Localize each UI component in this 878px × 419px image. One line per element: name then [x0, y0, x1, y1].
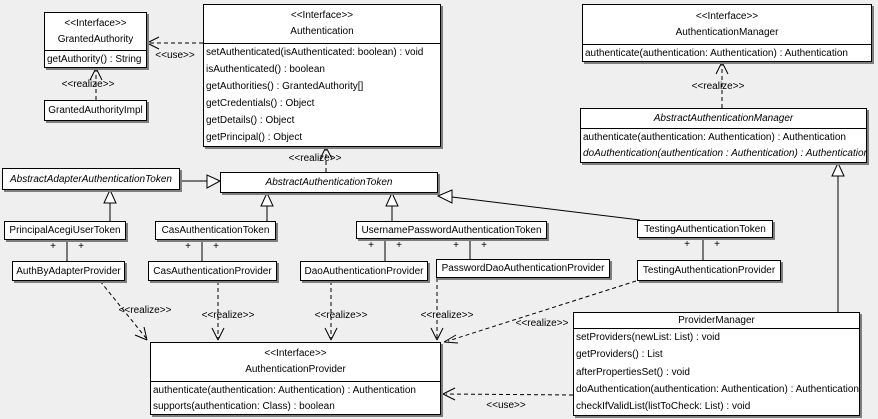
class-name: AuthenticationProvider: [245, 364, 346, 375]
class-header: <<Interface>> AuthenticationManager: [583, 5, 871, 45]
class-provider-manager: ProviderManager setProviders(newList: Li…: [573, 312, 860, 416]
association-end-label: +: [481, 240, 487, 251]
class-principal-acegi-user-token: PrincipalAcegiUserToken: [4, 221, 126, 240]
class-name: GrantedAuthorityImpl: [48, 105, 143, 116]
use-label: <<use>>: [155, 50, 195, 61]
association-end-label: +: [78, 241, 84, 252]
class-cas-authentication-token: CasAuthenticationToken: [155, 221, 276, 240]
association-end-label: +: [714, 239, 720, 250]
class-header: AbstractAuthenticationManager: [581, 109, 866, 129]
method-list: authenticate(authentication: Authenticat…: [583, 45, 871, 61]
method-item: getAuthority() : String: [47, 53, 142, 65]
use-edge-authentication-to-grantedauthority: [146, 36, 203, 50]
class-authentication-manager: <<Interface>> AuthenticationManager auth…: [582, 4, 872, 62]
method-item: isAuthenticated() : boolean: [206, 64, 325, 75]
stereotype-label: <<Interface>>: [695, 10, 759, 22]
method-item: doAuthentication(authentication : Authen…: [583, 148, 866, 160]
stereotype-label: <<Interface>>: [264, 348, 327, 359]
class-authentication-provider: <<Interface>> AuthenticationProvider aut…: [150, 342, 441, 415]
class-username-password-authentication-token: UsernamePasswordAuthenticationToken: [356, 221, 547, 239]
class-granted-authority: <<Interface>> GrantedAuthority getAuthor…: [44, 12, 147, 68]
class-name: AbstractAuthenticationToken: [265, 177, 393, 188]
realize-label: <<realize>>: [288, 153, 342, 164]
use-edge-providermanager-to-authenticationprovider: [442, 387, 574, 401]
realize-label: <<realize>>: [61, 79, 115, 90]
class-dao-authentication-provider: DaoAuthenticationProvider: [300, 261, 428, 281]
stereotype-label: <<Interface>>: [64, 17, 127, 29]
class-name: Authentication: [290, 26, 354, 37]
class-granted-authority-impl: GrantedAuthorityImpl: [44, 100, 147, 121]
class-name: ProviderManager: [678, 314, 755, 326]
method-list: setProviders(newList: List) : void getPr…: [574, 329, 859, 415]
method-list: getAuthority() : String: [45, 51, 146, 67]
method-item: setProviders(newList: List) : void: [576, 332, 720, 344]
generalize-edge-providermanager-to-abstractauthenticationmanager: [831, 161, 845, 312]
class-name: CasAuthenticationToken: [161, 225, 270, 236]
method-item: setAuthenticated(isAuthenticated: boolea…: [206, 47, 424, 58]
association-end-label: +: [213, 241, 219, 252]
generalize-edge-usernamepasswordauthenticationtoken-to-abstractauthenticationtoken: [385, 191, 399, 221]
association-end-label: +: [396, 240, 402, 251]
association-end-label: +: [368, 240, 374, 251]
association-end-label: +: [185, 241, 191, 252]
realize-label: <<realize>>: [118, 305, 172, 316]
use-label: <<use>>: [486, 400, 526, 411]
method-item: getPrincipal() : Object: [206, 132, 303, 143]
class-name: AbstractAuthenticationManager: [653, 112, 794, 124]
method-item: getCredentials() : Object: [206, 98, 315, 109]
class-name: CasAuthenticationProvider: [153, 265, 272, 277]
class-abstract-authentication-token: AbstractAuthenticationToken: [220, 172, 438, 193]
class-name: TestingAuthenticationProvider: [642, 265, 776, 276]
class-name: AuthByAdapterProvider: [16, 265, 121, 277]
method-item: doAuthentication(authentication: Authent…: [576, 383, 859, 395]
generalize-edge-abstractadapterauthenticationtoken-to-abstractauthenticationtoken: [180, 174, 222, 189]
method-item: getAuthorities() : GrantedAuthority[]: [206, 81, 364, 92]
class-auth-by-adapter-provider: AuthByAdapterProvider: [12, 261, 125, 281]
class-name: TestingAuthenticationToken: [644, 223, 766, 235]
class-header: <<Interface>> AuthenticationProvider: [151, 343, 440, 382]
method-item: authenticate(authentication: Authenticat…: [585, 47, 848, 59]
method-list: authenticate(authentication: Authenticat…: [581, 129, 866, 162]
association-end-label: +: [684, 239, 690, 250]
class-name: DaoAuthenticationProvider: [304, 265, 424, 277]
method-item: checkIfValidList(listToCheck: List) : vo…: [576, 400, 751, 412]
method-item: afterPropertiesSet() : void: [576, 366, 690, 378]
realize-label: <<realize>>: [420, 310, 474, 321]
class-header: <<Interface>> Authentication: [204, 5, 440, 44]
class-password-dao-authentication-provider: PasswordDaoAuthenticationProvider: [436, 259, 610, 278]
realize-label: <<realize>>: [691, 81, 745, 92]
realize-label: <<realize>>: [515, 318, 569, 329]
generalize-edge-principalacegiusertoken-to-abstractadapterauthenticationtoken: [103, 188, 117, 221]
realize-label: <<realize>>: [201, 310, 255, 321]
method-item: authenticate(authentication: Authenticat…: [153, 384, 416, 396]
class-name: AuthenticationManager: [675, 26, 779, 38]
class-authentication: <<Interface>> Authentication setAuthenti…: [203, 4, 441, 147]
class-testing-authentication-token: TestingAuthenticationToken: [637, 220, 773, 238]
method-item: getProviders() : List: [576, 349, 663, 361]
generalize-edge-casauthenticationtoken-to-abstractauthenticationtoken: [260, 191, 274, 221]
class-name: GrantedAuthority: [57, 33, 134, 45]
method-list: setAuthenticated(isAuthenticated: boolea…: [204, 44, 440, 146]
class-cas-authentication-provider: CasAuthenticationProvider: [148, 261, 277, 281]
class-abstract-adapter-authentication-token: AbstractAdapterAuthenticationToken: [2, 168, 180, 190]
method-item: getDetails() : Object: [206, 115, 295, 126]
stereotype-label: <<Interface>>: [290, 10, 354, 21]
generalize-edge-testingauthenticationtoken-to-abstractauthenticationtoken: [436, 189, 641, 221]
class-name: PrincipalAcegiUserToken: [9, 225, 121, 236]
class-name: UsernamePasswordAuthenticationToken: [361, 224, 542, 236]
class-abstract-authentication-manager: AbstractAuthenticationManager authentica…: [580, 108, 867, 163]
method-list: authenticate(authentication: Authenticat…: [151, 382, 440, 414]
class-header: ProviderManager: [574, 313, 859, 329]
class-name: PasswordDaoAuthenticationProvider: [441, 263, 605, 274]
realize-label: <<realize>>: [314, 310, 368, 321]
class-name: AbstractAdapterAuthenticationToken: [10, 173, 172, 185]
realize-edge-passworddaoauthenticationprovider-to-authenticationprovider: [430, 278, 444, 341]
class-header: <<Interface>> GrantedAuthority: [45, 13, 146, 51]
method-item: authenticate(authentication: Authenticat…: [583, 131, 846, 143]
association-end-label: +: [453, 240, 459, 251]
class-testing-authentication-provider: TestingAuthenticationProvider: [637, 260, 781, 281]
association-end-label: +: [50, 241, 56, 252]
method-item: supports(authentication: Class) : boolea…: [153, 400, 335, 412]
